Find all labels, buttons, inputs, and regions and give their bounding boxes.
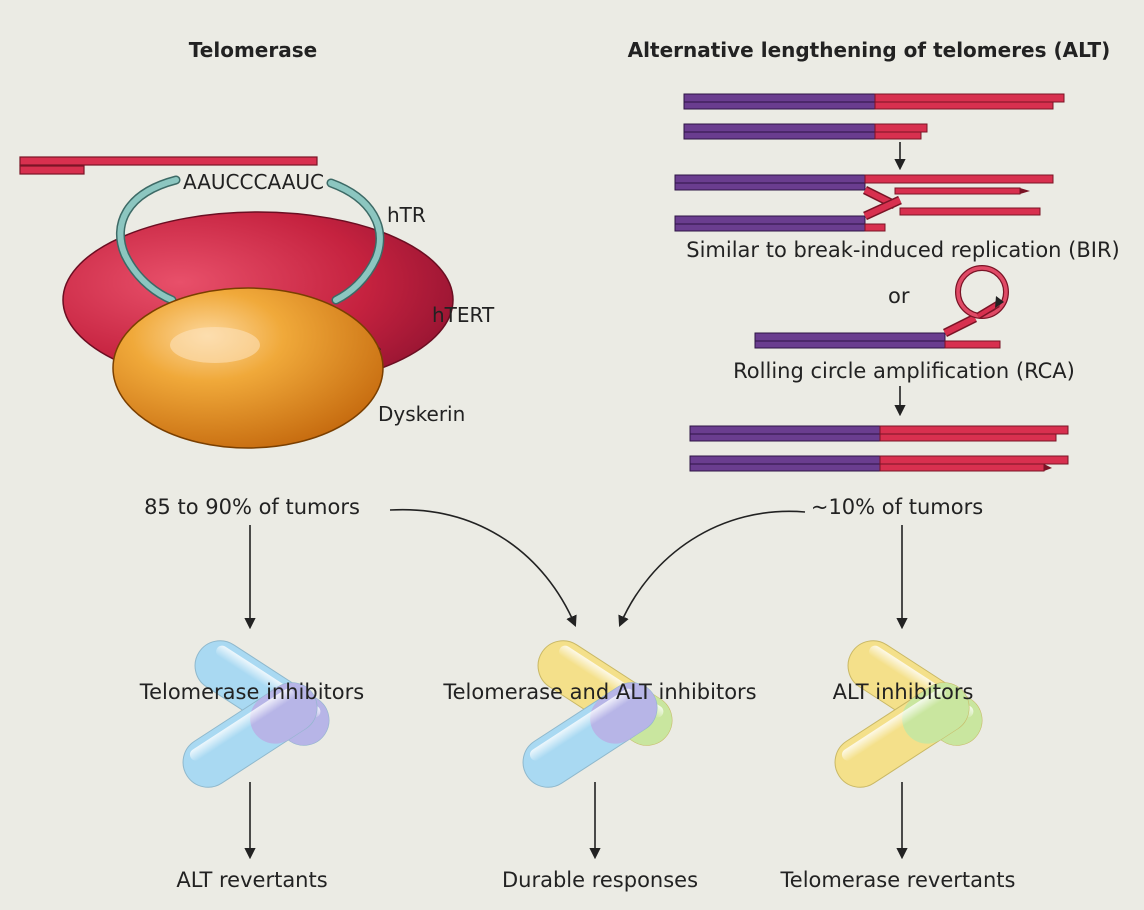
alt-revertants-label: ALT revertants [176, 868, 328, 892]
telomerase-revertants-label: Telomerase revertants [780, 868, 1016, 892]
telomere-overhang [19, 156, 318, 175]
htr-label: hTR [387, 203, 426, 227]
alt-initial-telomere-2 [683, 123, 928, 140]
dyskerin-protein [112, 287, 384, 449]
telomerase-inhibitors-label: Telomerase inhibitors [139, 680, 365, 704]
capsule-alt-inhibitors [834, 640, 983, 788]
rna-template-sequence: AAUCCCAAUC [183, 170, 324, 194]
alt-initial-telomere-1 [683, 93, 1065, 110]
telomerase-title: Telomerase [188, 38, 318, 62]
flow-arrows [244, 142, 908, 860]
alt-tumor-share: ~10% of tumors [810, 495, 984, 519]
rca-circle [754, 265, 1009, 349]
alt-extended-telomere-1 [689, 425, 1069, 442]
capsule-combination-inhibitors [522, 640, 673, 788]
htert-label: hTERT [432, 303, 495, 327]
alt-title: Alternative lengthening of telomeres (AL… [627, 38, 1111, 62]
htr-rna-strand [116, 175, 385, 305]
telomerase-tumor-share: 85 to 90% of tumors [144, 495, 360, 519]
durable-responses-label: Durable responses [501, 868, 699, 892]
rca-label: Rolling circle amplification (RCA) [733, 359, 1075, 383]
bir-label: Similar to break-induced replication (BI… [686, 238, 1120, 262]
alt-inhibitors-label: ALT inhibitors [832, 680, 974, 704]
bir-strand-exchange [674, 174, 1054, 232]
alt-extended-telomere-2 [689, 455, 1069, 472]
capsule-telomerase-inhibitors [182, 640, 330, 788]
combination-inhibitors-label: Telomerase and ALT inhibitors [443, 680, 757, 704]
or-label: or [888, 284, 910, 308]
dyskerin-label: Dyskerin [378, 402, 466, 426]
